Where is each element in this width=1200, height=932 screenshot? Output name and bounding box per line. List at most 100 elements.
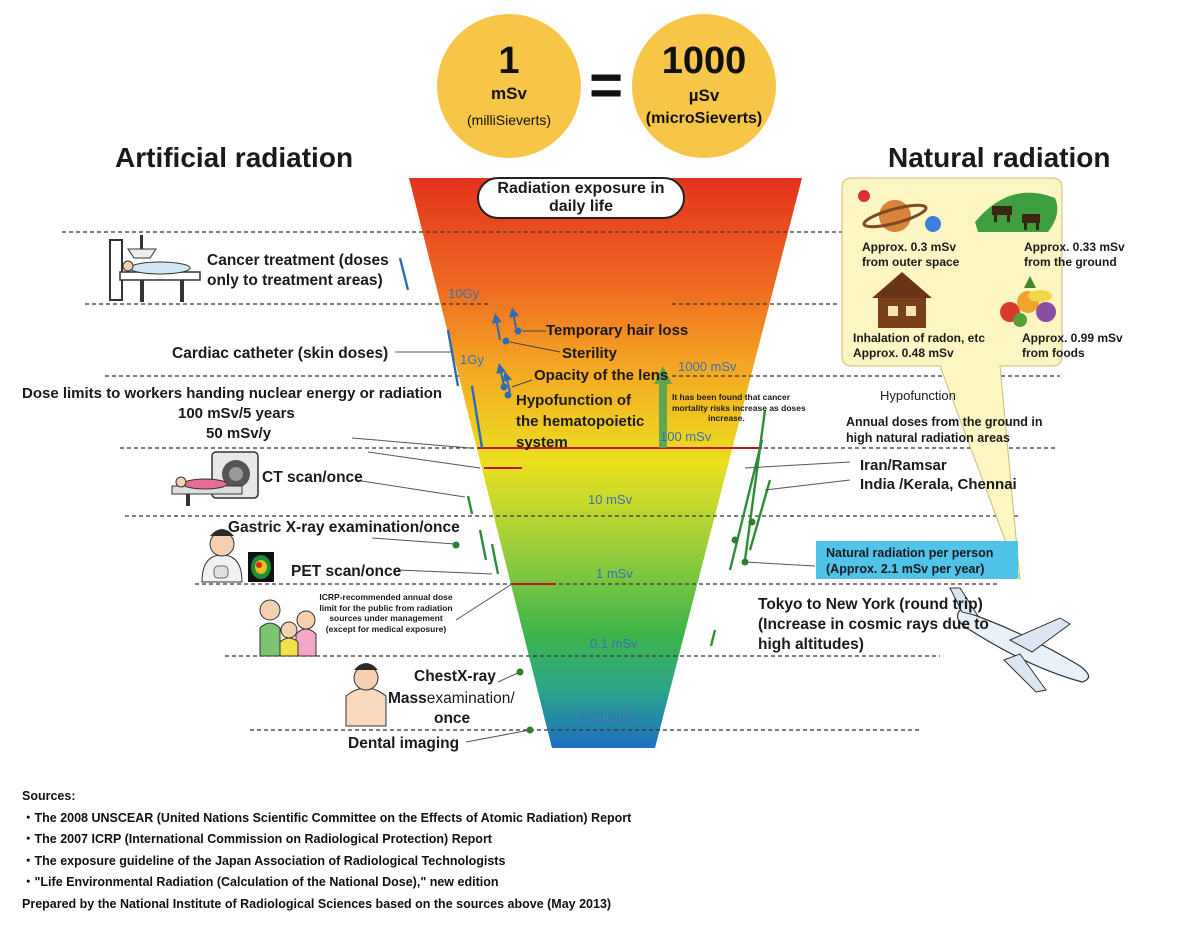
label-line: (Increase in cosmic rays due to	[758, 616, 989, 633]
label-line: from outer space	[862, 255, 960, 269]
source-item: ・"Life Environmental Radiation (Calculat…	[22, 875, 499, 889]
flight-label: Tokyo to New York (round trip) (Increase…	[758, 595, 989, 655]
ground-icon	[975, 192, 1058, 232]
natural-sources-bubble	[841, 177, 1063, 581]
label-line: Cancer treatment (doses	[207, 252, 389, 269]
source-item: ・The 2008 UNSCEAR (United Nations Scient…	[22, 810, 632, 825]
scale-label: 1 mSv	[596, 566, 633, 581]
high-natural-areas-label: Annual doses from the ground in high nat…	[846, 414, 1043, 446]
effect-leaders	[509, 330, 561, 388]
sources-heading: Sources:	[22, 789, 76, 803]
label-line: sources under management	[329, 613, 443, 623]
scale-label: 100 mSv	[660, 429, 712, 444]
gastric-xray-label: Gastric X-ray examination/once	[228, 519, 460, 536]
family-icon	[259, 599, 317, 657]
micro-unit: µSv	[688, 86, 720, 105]
mass-examination-label: Massexamination/	[388, 690, 515, 707]
natural-per-person-box	[816, 541, 1018, 579]
outer-space-icon	[858, 190, 941, 232]
label-line: Approx. 0.48 mSv	[853, 346, 954, 360]
scale-label: 10Gy	[448, 286, 480, 301]
label-line: Tokyo to New York (round trip)	[758, 596, 983, 613]
scale-label: 1Gy	[460, 352, 484, 367]
equals-sign: =	[589, 53, 623, 118]
cardiac-catheter-label: Cardiac catheter (skin doses)	[172, 345, 389, 362]
label-line: only to treatment areas)	[207, 272, 383, 289]
cancer-treatment-icon	[109, 235, 201, 302]
left-leaders	[351, 351, 531, 743]
effect-line: Hypofunction of	[516, 392, 631, 409]
cancer-risk-note: It has been found that cancer mortality …	[672, 392, 806, 424]
label-line: Approx. 0.3 mSv	[862, 240, 957, 254]
note-line: increase.	[708, 413, 745, 423]
label-line: from the ground	[1024, 255, 1117, 269]
scale-label: 0.01 mSv	[580, 710, 635, 725]
chest-xray-label: ChestX-ray	[414, 668, 496, 685]
dose-limit-5-years: 100 mSv/5 years	[178, 405, 295, 422]
sources-list: Sources: ・The 2008 UNSCEAR (United Natio…	[22, 786, 631, 915]
label-line: Natural radiation per person	[826, 546, 994, 560]
label-line: Approx. 0.33 mSv	[1024, 240, 1125, 254]
label-line: India /Kerala, Chennai	[860, 476, 1017, 493]
label-line: limit for the public from radiation	[319, 602, 453, 613]
foods-icon	[1000, 276, 1056, 327]
pet-scan-label: PET scan/once	[291, 563, 402, 580]
effect-arrows	[491, 307, 519, 393]
left-dots	[452, 541, 534, 734]
microsievert-circle	[632, 14, 776, 158]
effect-dots	[500, 327, 522, 399]
label-line: ICRP-recommended annual dose	[319, 592, 453, 602]
note-line: It has been found that cancer	[672, 392, 791, 402]
milli-unit: mSv	[491, 84, 527, 103]
label-line: (Approx. 2.1 mSv per year)	[826, 562, 985, 576]
ground-label: Approx. 0.33 mSv from the ground	[1024, 240, 1125, 270]
label-line: high altitudes)	[758, 636, 864, 653]
cancer-risk-arrow	[654, 366, 672, 448]
source-item: ・The 2007 ICRP (International Commission…	[22, 832, 492, 846]
natural-per-person-label: Natural radiation per person (Approx. 2.…	[826, 545, 993, 577]
natural-heading: Natural radiation	[888, 142, 1111, 173]
label-line: high natural radiation areas	[846, 431, 1010, 445]
radon-label: Inhalation of radon, etc Approx. 0.48 mS…	[853, 331, 985, 361]
label-line: Inhalation of radon, etc	[853, 331, 986, 345]
dose-funnel	[409, 178, 802, 748]
ct-scan-label: CT scan/once	[262, 469, 363, 486]
milli-value: 1	[498, 40, 520, 82]
micro-name: (microSieverts)	[645, 110, 763, 127]
dental-imaging-label: Dental imaging	[348, 735, 460, 752]
label-line: Annual doses from the ground in	[846, 415, 1043, 429]
cancer-treatment-label: Cancer treatment (doses only to treatmen…	[207, 251, 389, 291]
ct-scanner-icon	[171, 451, 259, 506]
artificial-heading: Artificial radiation	[115, 142, 354, 173]
foods-label: Approx. 0.99 mSv from foods	[1022, 331, 1123, 361]
blue-range-bars	[398, 257, 484, 449]
funnel-title-line: Radiation exposure in	[497, 180, 665, 197]
high-radiation-places: Iran/Ramsar India /Kerala, Chennai	[860, 456, 1017, 494]
effect-line: system	[516, 434, 568, 451]
hypofunction-label: Hypofunction	[880, 388, 956, 403]
effect-line: the hematopoietic	[516, 413, 645, 430]
label-line: (except for medical exposure)	[325, 623, 447, 634]
source-credit: Prepared by the National Institute of Ra…	[22, 896, 612, 911]
effect-hair-loss: Temporary hair loss	[546, 322, 689, 339]
chest-xray-icon	[345, 663, 387, 727]
right-dots	[731, 518, 756, 566]
dose-limits-label: Dose limits to workers handing nuclear e…	[22, 385, 443, 402]
limit-markers	[478, 447, 762, 585]
scale-label: 0.1 mSv	[590, 636, 638, 651]
label-part: Mass	[388, 690, 427, 707]
label-line: Iran/Ramsar	[860, 457, 947, 474]
source-item: ・The exposure guideline of the Japan Ass…	[22, 853, 506, 868]
pet-scan-icon	[248, 552, 274, 582]
label-line: Approx. 0.99 mSv	[1022, 331, 1123, 345]
radon-house-icon	[872, 272, 932, 328]
micro-value: 1000	[661, 40, 747, 82]
green-range-bars	[466, 409, 772, 647]
label-line: from foods	[1022, 346, 1085, 360]
effect-lens-opacity: Opacity of the lens	[534, 367, 669, 384]
scale-label: 1000 mSv	[678, 359, 737, 374]
outer-space-label: Approx. 0.3 mSv from outer space	[862, 240, 959, 270]
note-line: mortality risks increase as doses	[672, 402, 806, 413]
